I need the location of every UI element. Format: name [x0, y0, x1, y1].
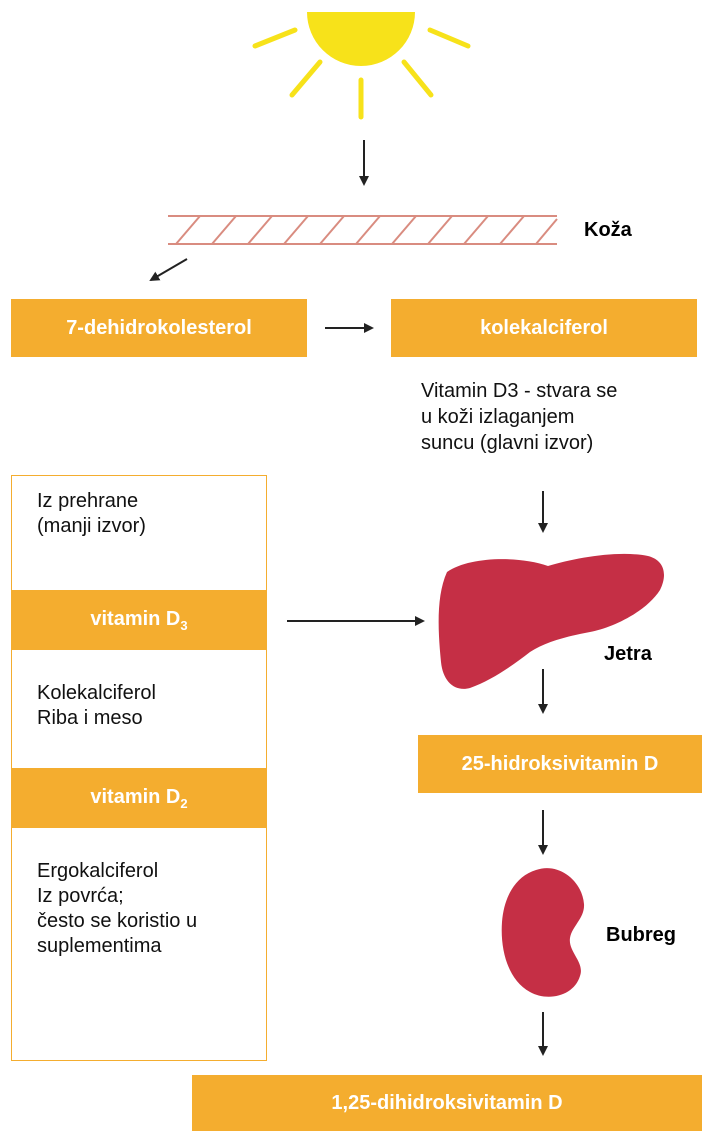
note-line: Vitamin D3 - stvara se	[421, 380, 618, 402]
d2-desc-line: često se koristio u	[37, 910, 198, 932]
d2-desc-line: Ergokalciferol	[37, 860, 159, 882]
vitamin-d2-header: vitamin D2	[11, 768, 267, 828]
skin-layer-icon	[168, 215, 558, 245]
d2-desc-line: Iz povrća;	[37, 885, 124, 907]
d2-desc-line: suplementima	[37, 935, 162, 957]
d3-desc-line: Riba i meso	[37, 707, 143, 729]
diet-intro: Iz prehrane (manji izvor)	[37, 489, 146, 539]
liver-icon	[438, 553, 664, 689]
vitamin-d3-description: Kolekalciferol Riba i meso	[37, 681, 156, 731]
note-line: u koži izlaganjem	[421, 406, 575, 428]
liver-label: Jetra	[604, 643, 652, 665]
diet-intro-line: (manji izvor)	[37, 515, 146, 537]
vitamin-d2-description: Ergokalciferol Iz povrća; često se koris…	[37, 859, 197, 959]
hydroxyvitamin-d-box: 25-hidroksivitamin D	[418, 735, 702, 793]
d3-desc-line: Kolekalciferol	[37, 682, 156, 704]
vitamin-d3-header: vitamin D3	[11, 590, 267, 650]
skin-synthesis-note: Vitamin D3 - stvara se u koži izlaganjem…	[421, 378, 617, 456]
note-line: suncu (glavni izvor)	[421, 432, 594, 454]
vitamin-d3-label: vitamin D3	[90, 607, 188, 633]
vitamin-d2-label: vitamin D2	[90, 785, 188, 811]
kidney-label: Bubreg	[606, 924, 676, 946]
dihydroxyvitamin-d-box: 1,25-dihidroksivitamin D	[192, 1075, 702, 1131]
diet-source-panel: Iz prehrane (manji izvor) vitamin D3 Kol…	[11, 475, 267, 1061]
sun-icon	[252, 12, 471, 120]
kidney-icon	[501, 868, 585, 997]
skin-label: Koža	[584, 219, 632, 241]
dehydrocholesterol-box: 7-dehidrokolesterol	[11, 299, 307, 357]
arrow-skin-to-dehydro	[149, 258, 188, 282]
diet-intro-line: Iz prehrane	[37, 490, 139, 512]
cholecalciferol-box: kolekalciferol	[391, 299, 697, 357]
